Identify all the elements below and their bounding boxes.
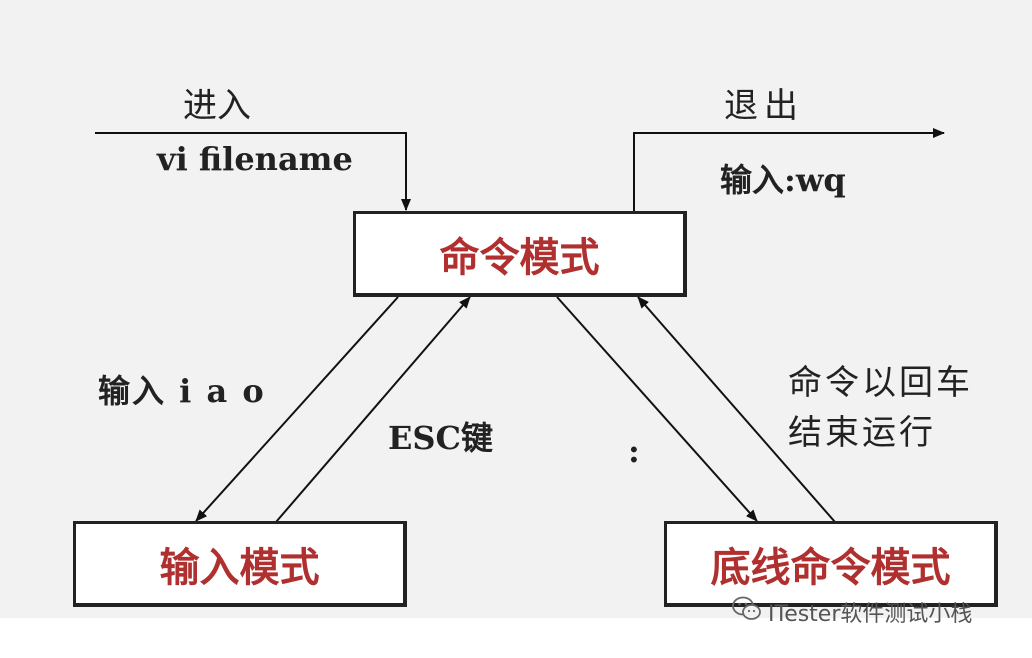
enter-arrow: [95, 132, 411, 211]
cmd-enter-line1: 命令以回车: [788, 363, 973, 403]
insert-mode-label: 输入模式: [159, 544, 320, 591]
insert-mode-box: 输入模式: [73, 521, 407, 607]
lastline-mode-box: 底线命令模式: [664, 521, 998, 607]
command-to-insert-arrow: [195, 296, 399, 522]
lastline-to-command-arrow: [637, 296, 836, 523]
command-mode-box: 命令模式: [353, 211, 687, 297]
esc-key-label: ESC键: [388, 419, 493, 457]
lastline-mode-label: 底线命令模式: [710, 544, 951, 591]
command-to-lastline-arrow: [556, 296, 758, 522]
input-iao-label: 输入 i a o: [98, 372, 266, 410]
exit-arrow: [633, 128, 945, 212]
exit-label: 退出: [724, 86, 804, 126]
vi-filename-label: vi filename: [157, 140, 353, 178]
watermark: ITester软件测试小栈: [732, 596, 972, 628]
cmd-enter-line2: 结束运行: [788, 413, 936, 453]
enter-label: 进入: [183, 86, 251, 126]
insert-to-command-arrow: [275, 296, 471, 523]
input-wq-label: 输入:wq: [720, 161, 846, 199]
bottom-strip: [0, 618, 1032, 658]
watermark-text: ITester软件测试小栈: [768, 602, 973, 627]
wechat-icon: [732, 596, 762, 628]
command-mode-label: 命令模式: [439, 234, 600, 281]
colon-label: :: [628, 432, 640, 470]
